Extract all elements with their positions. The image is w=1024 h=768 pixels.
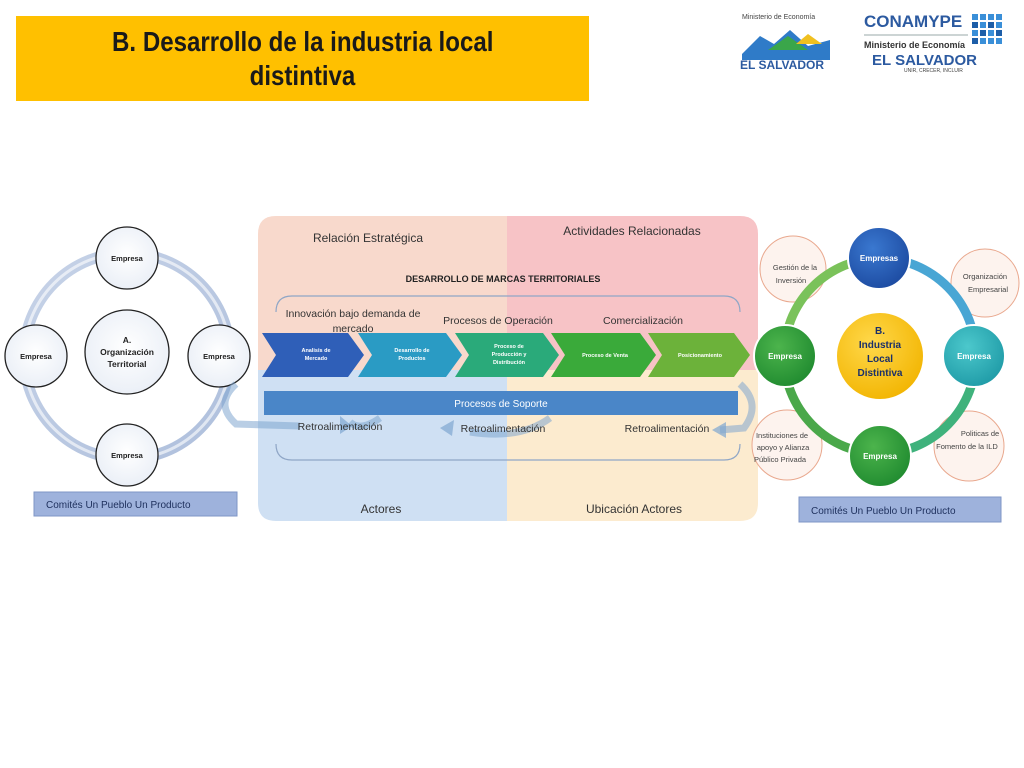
slide-title: B. Desarrollo de la industria local dist… — [16, 16, 589, 101]
feedback-arrows — [221, 381, 756, 438]
right-empresa-left — [753, 324, 817, 388]
el-salvador-emblem-icon — [740, 26, 832, 64]
politicas-line-1: Politicas de — [961, 429, 999, 438]
left-comites-box — [33, 491, 238, 517]
conamype-label: CONAMYPE — [864, 12, 963, 31]
actividades-quadrant — [507, 216, 758, 370]
left-center-line-3: Territorial — [107, 359, 146, 369]
organizacion-line-2: Empresarial — [968, 285, 1008, 294]
right-cluster: Gestión de la Inversión Organización Emp… — [751, 226, 1020, 523]
left-comites-label: Comités Un Pueblo Un Producto — [46, 500, 191, 511]
ubicacion-label: Ubicación Actores — [586, 502, 682, 516]
actores-label: Actores — [361, 502, 402, 516]
right-comites-box — [798, 496, 1002, 523]
chevron-3: Proceso de Producción y Distribución — [455, 333, 559, 377]
conamype-ministerio-label: Ministerio de Economía — [864, 40, 966, 50]
organizacion-line-1: Organización — [963, 272, 1007, 281]
right-center-line-1: B. — [875, 326, 885, 337]
left-empresa-top-label: Empresa — [111, 254, 144, 263]
right-center-line-3: Local — [867, 354, 893, 365]
chevron-4-line-1: Proceso de Venta — [582, 353, 629, 359]
retro-label-1: Retroalimentación — [298, 421, 383, 433]
left-empresa-top — [95, 226, 159, 290]
left-center-node — [84, 309, 170, 395]
left-cluster: A. Organización Territorial Empresa Empr… — [4, 226, 251, 517]
el-salvador-label-2: EL SALVADOR — [872, 52, 978, 69]
retro-label-3: Retroalimentación — [625, 423, 710, 435]
right-empresa-right-label: Empresa — [957, 352, 991, 361]
chevron-3-line-2: Producción y — [492, 352, 528, 358]
left-center-line-1: A. — [123, 335, 132, 345]
tagline-label: UNIR, CRECER, INCLUIR — [904, 68, 963, 74]
soporte-bar — [264, 391, 738, 415]
right-center-line-4: Distintiva — [857, 368, 902, 379]
left-empresa-left — [4, 324, 68, 388]
chevron-2: Desarrollo de Productos — [358, 333, 462, 377]
instituciones-bubble — [751, 409, 823, 481]
right-empresa-left-label: Empresa — [768, 352, 802, 361]
el-salvador-label: EL SALVADOR — [740, 58, 825, 72]
organizacion-bubble — [950, 248, 1020, 318]
right-comites-label: Comités Un Pueblo Un Producto — [811, 506, 956, 517]
right-empresa-right — [942, 324, 1006, 388]
right-empresa-bottom-label: Empresa — [863, 452, 897, 461]
innovacion-line-2: mercado — [333, 323, 374, 335]
left-empresa-left-label: Empresa — [20, 352, 53, 361]
left-empresa-right-label: Empresa — [203, 352, 236, 361]
right-empresa-bottom — [848, 424, 912, 488]
instituciones-line-3: Público Privada — [754, 455, 807, 464]
bottom-brace — [275, 443, 741, 461]
instituciones-line-2: apoyo y Alianza — [757, 443, 810, 452]
left-center-line-2: Organización — [100, 347, 154, 357]
comercializacion-label: Comercialización — [603, 315, 683, 327]
left-empresa-right — [187, 324, 251, 388]
relacion-label: Relación Estratégica — [313, 231, 423, 245]
politicas-bubble — [933, 410, 1005, 482]
conamype-logo: CONAMYPE Ministerio de Economía EL SALVA… — [860, 10, 1010, 74]
innovacion-line-1: Innovación bajo demanda de — [286, 308, 421, 320]
title-line-2: distintiva — [249, 59, 356, 91]
left-empresa-bottom-label: Empresa — [111, 451, 144, 460]
chevron-5: Posicionamiento — [648, 333, 750, 377]
chevron-3-line-1: Proceso de — [494, 344, 524, 350]
gestion-line-1: Gestión de la — [773, 263, 818, 272]
chevron-2-line-1: Desarrollo de — [394, 348, 429, 354]
relacion-quadrant — [258, 216, 507, 370]
ministerio-label: Ministerio de Economía — [742, 14, 816, 21]
marcas-label: DESARROLLO DE MARCAS TERRITORIALES — [406, 274, 601, 284]
ministerio-logo: Ministerio de Economía EL SALVADOR — [738, 10, 834, 74]
chevron-5-line-1: Posicionamiento — [678, 353, 723, 359]
right-center-node — [835, 311, 925, 401]
conamype-grid-icon — [864, 14, 1002, 44]
retro-label-2: Retroalimentación — [461, 423, 546, 435]
instituciones-line-1: Instituciones de — [756, 431, 808, 440]
chevron-1-line-1: Analisis de — [301, 348, 330, 354]
title-line-1: B. Desarrollo de la industria local — [111, 25, 494, 57]
politicas-line-2: Fomento de la ILD — [936, 442, 998, 451]
chevron-1: Analisis de Mercado — [262, 333, 364, 377]
chevron-1-line-2: Mercado — [305, 356, 328, 362]
procesos-operacion-label: Procesos de Operación — [443, 315, 553, 327]
right-empresas-top — [847, 226, 911, 290]
chevron-2-line-2: Productos — [398, 356, 425, 362]
gestion-line-2: Inversión — [776, 276, 806, 285]
top-brace — [275, 295, 741, 313]
feedback-arrowheads — [340, 416, 726, 438]
center-panel: Relación Estratégica Actividades Relacio… — [221, 216, 758, 521]
right-empresas-top-label: Empresas — [860, 254, 899, 263]
left-empresa-bottom — [95, 423, 159, 487]
chevron-3-line-3: Distribución — [493, 360, 526, 366]
right-center-line-2: Industria — [859, 340, 902, 351]
actividades-label: Actividades Relacionadas — [563, 224, 700, 238]
chevron-4: Proceso de Venta — [551, 333, 656, 377]
soporte-label: Procesos de Soporte — [454, 399, 548, 410]
